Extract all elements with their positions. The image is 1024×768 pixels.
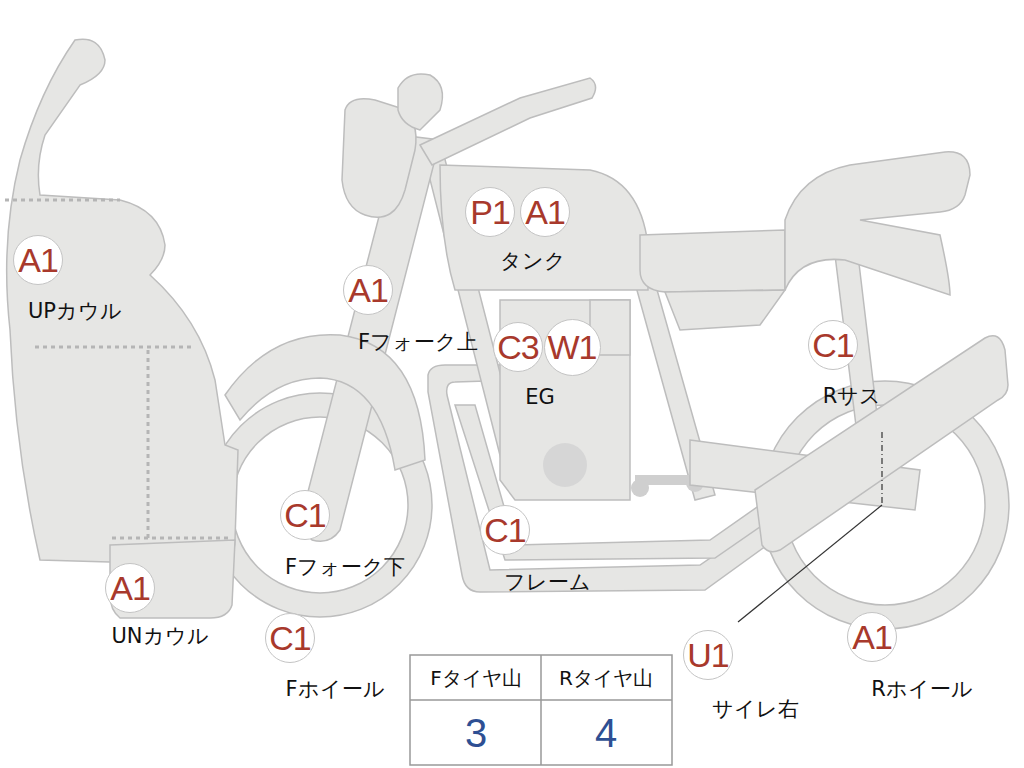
part-name: Rサス (823, 385, 882, 408)
damage-code: C3 (497, 330, 538, 364)
damage-code-circle: W1 (544, 319, 601, 376)
damage-code: C1 (484, 513, 525, 547)
part-name: Rホイール (871, 678, 973, 701)
damage-code: A1 (852, 620, 892, 654)
part-name: Fフォーク下 (285, 556, 405, 579)
damage-code: P1 (470, 195, 510, 229)
damage-code: A1 (110, 571, 150, 605)
part-name: EG (525, 386, 555, 409)
part-name: フレーム (504, 571, 591, 594)
tire-table (410, 655, 672, 765)
damage-code-circle: A1 (105, 563, 155, 613)
damage-code: A1 (348, 273, 388, 307)
part-name: Fホイール (285, 678, 384, 701)
damage-code: U1 (687, 638, 728, 672)
damage-code-circle: C1 (808, 320, 858, 370)
table-value: 3 (465, 711, 487, 755)
damage-code-circle: C1 (265, 613, 315, 663)
damage-code-circle: A1 (343, 265, 393, 315)
damage-code: C1 (284, 498, 325, 532)
damage-code: C1 (812, 328, 853, 362)
damage-code-circle: C3 (493, 322, 543, 372)
damage-code-circle: A1 (520, 187, 570, 237)
part-name: サイレ右 (712, 698, 799, 721)
part-name: UNカウル (111, 625, 208, 648)
damage-code: C1 (269, 621, 310, 655)
table-header: Fタイヤ山 (430, 667, 522, 689)
damage-code-circle: A1 (13, 235, 63, 285)
table-header: Rタイヤ山 (559, 667, 653, 689)
damage-code-circle: A1 (847, 612, 897, 662)
damage-code-circle: U1 (683, 630, 733, 680)
damage-code-circle: C1 (280, 490, 330, 540)
damage-code-circle: C1 (480, 505, 530, 555)
damage-code: W1 (548, 330, 597, 364)
part-name: Fフォーク上 (358, 331, 478, 354)
part-name: タンク (500, 250, 566, 273)
part-name: UPカウル (28, 300, 122, 323)
damage-code-circle: P1 (465, 187, 515, 237)
damage-code: A1 (18, 243, 58, 277)
table-value: 4 (595, 711, 617, 755)
damage-code: A1 (525, 195, 565, 229)
